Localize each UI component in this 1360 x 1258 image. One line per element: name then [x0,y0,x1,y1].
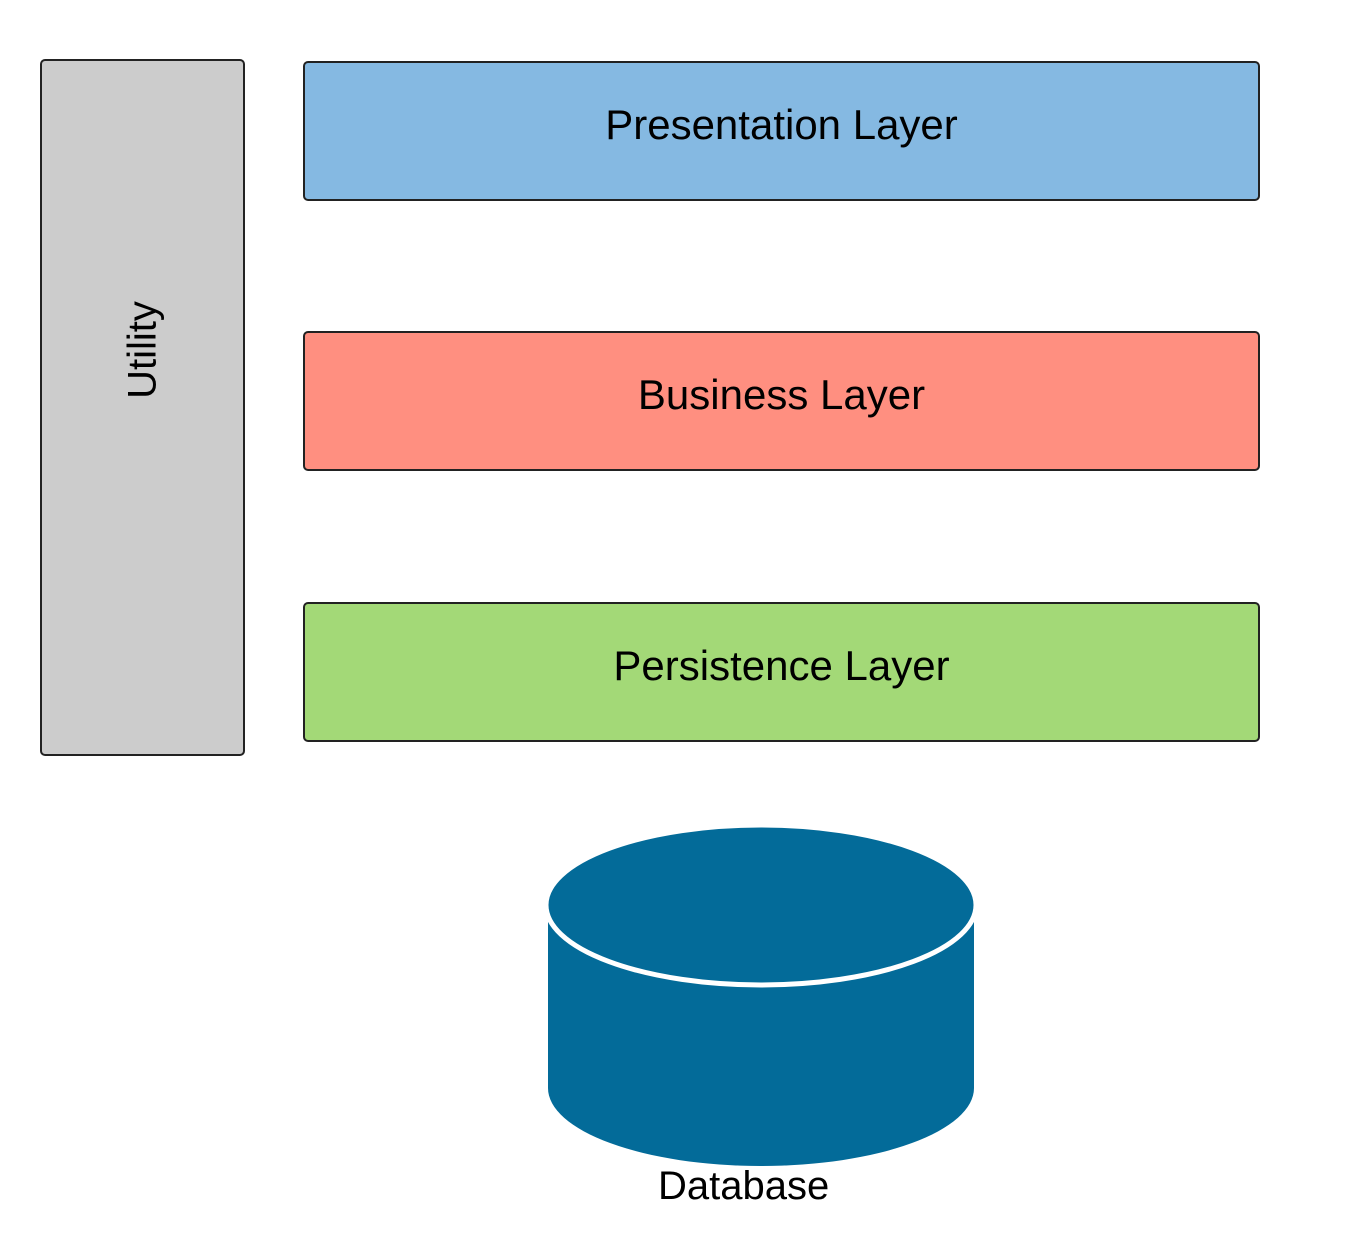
presentation-layer-box: Presentation Layer [303,61,1260,201]
database-label: Database [658,1164,830,1208]
business-layer-box: Business Layer [303,331,1260,471]
persistence-layer-box: Persistence Layer [303,602,1260,742]
database-top [543,822,979,988]
business-layer-label: Business Layer [637,371,926,418]
presentation-layer-label: Presentation Layer [605,101,958,148]
database-cylinder [543,822,979,1166]
persistence-layer-label: Persistence Layer [613,642,950,689]
database-cylinder-icon [543,822,979,1166]
utility-label: Utility [120,300,164,399]
utility-box: Utility [40,59,245,756]
